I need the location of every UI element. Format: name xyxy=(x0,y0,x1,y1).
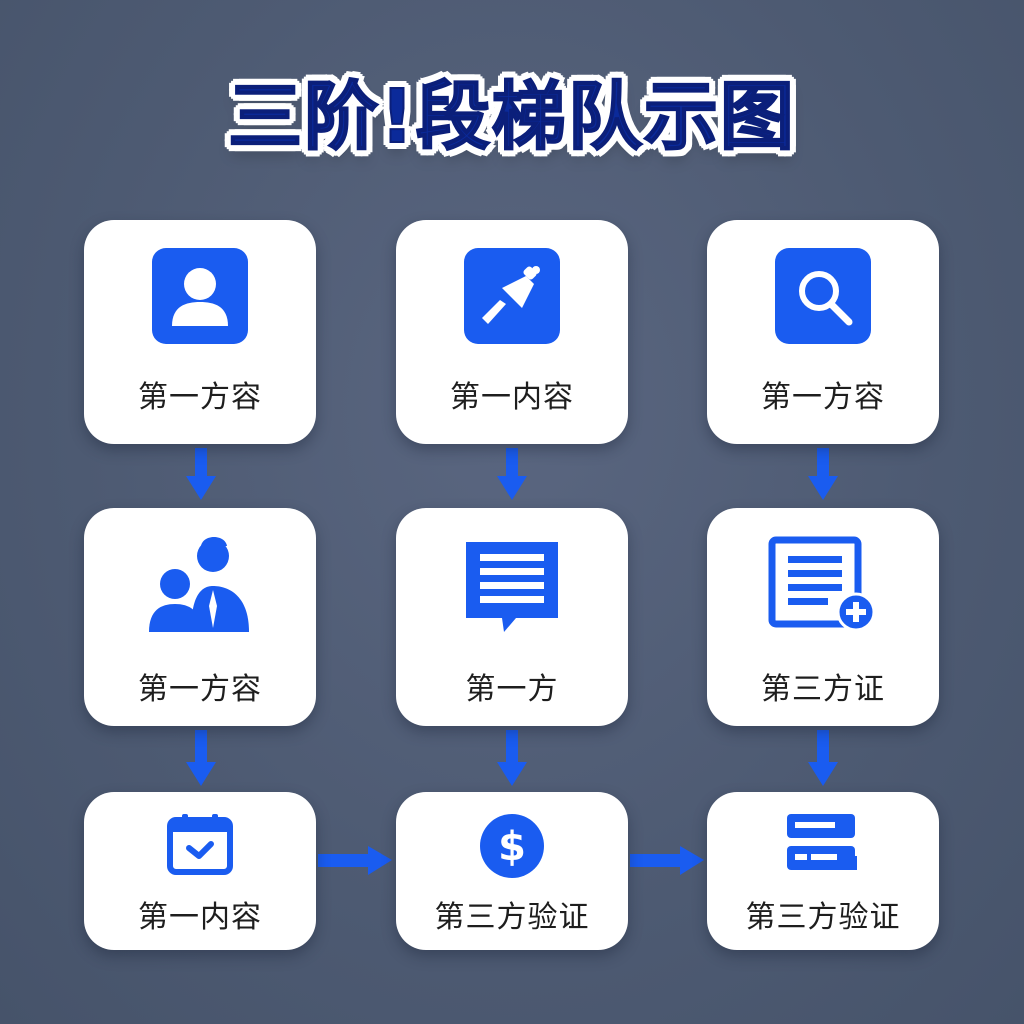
arrow-r2c3-r3c3 xyxy=(808,730,838,786)
node-label: 第一方容 xyxy=(138,380,262,415)
chat-document-icon xyxy=(462,536,562,640)
dollar-icon: $ xyxy=(478,812,546,884)
server-icon xyxy=(785,812,861,880)
node-label: 第一方容 xyxy=(138,672,262,707)
node-card-r3c2: $ 第三方验证 xyxy=(396,792,628,950)
node-card-r3c3: 第三方验证 xyxy=(707,792,939,950)
node-card-r1c1: 第一方容 xyxy=(84,220,316,444)
node-label: 第三方证 xyxy=(761,672,885,707)
node-label: 第一方容 xyxy=(761,380,885,415)
node-label: 第三方验证 xyxy=(745,900,901,935)
calendar-check-icon xyxy=(166,812,234,880)
user-icon xyxy=(152,248,248,348)
arrow-r1c1-r2c1 xyxy=(186,448,216,500)
node-label: 第一内容 xyxy=(450,380,574,415)
node-card-r3c1: 第一内容 xyxy=(84,792,316,950)
diagram-title: 三阶!段梯队示图 xyxy=(227,73,796,161)
node-card-r1c3: 第一方容 xyxy=(707,220,939,444)
node-label: 第三方验证 xyxy=(434,900,590,935)
node-card-r2c3: 第三方证 xyxy=(707,508,939,726)
search-icon xyxy=(775,248,871,348)
svg-text:$: $ xyxy=(498,824,526,870)
node-label: 第一方 xyxy=(465,672,559,707)
arrow-r2c1-r3c1 xyxy=(186,730,216,786)
arrow-r2c2-r3c2 xyxy=(497,730,527,786)
plug-icon xyxy=(464,248,560,348)
arrow-r3c2-r3c3 xyxy=(630,846,704,875)
node-label: 第一内容 xyxy=(138,900,262,935)
people-icon xyxy=(145,536,255,640)
arrow-r1c3-r2c3 xyxy=(808,448,838,500)
arrow-r3c1-r3c2 xyxy=(318,846,392,875)
node-card-r2c1: 第一方容 xyxy=(84,508,316,726)
node-card-r1c2: 第一内容 xyxy=(396,220,628,444)
node-card-r2c2: 第一方 xyxy=(396,508,628,726)
document-add-icon xyxy=(768,536,878,640)
arrow-r1c2-r2c2 xyxy=(497,448,527,500)
